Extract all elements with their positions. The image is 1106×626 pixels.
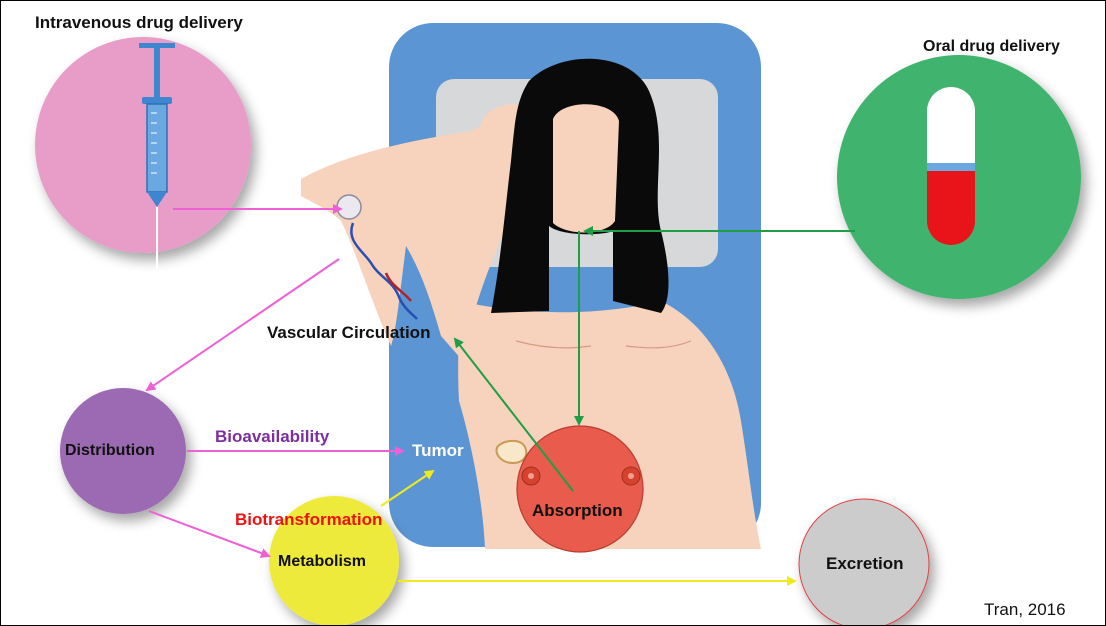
oral-label: Oral drug delivery xyxy=(923,38,1060,56)
credit-label: Tran, 2016 xyxy=(984,600,1066,620)
absorption-circle xyxy=(517,426,643,552)
capsule-icon xyxy=(927,87,975,245)
intravenous-label: Intravenous drug delivery xyxy=(35,13,243,33)
metabolism-label: Metabolism xyxy=(278,553,366,571)
vascular-circulation-label: Vascular Circulation xyxy=(267,323,430,343)
intravenous-circle xyxy=(35,37,251,253)
distribution-label: Distribution xyxy=(65,442,155,460)
biotransformation-label: Biotransformation xyxy=(235,510,382,530)
bioavailability-label: Bioavailability xyxy=(215,427,329,447)
excretion-label: Excretion xyxy=(826,554,903,574)
tumor-label: Tumor xyxy=(412,441,464,461)
absorption-label: Absorption xyxy=(532,501,623,521)
